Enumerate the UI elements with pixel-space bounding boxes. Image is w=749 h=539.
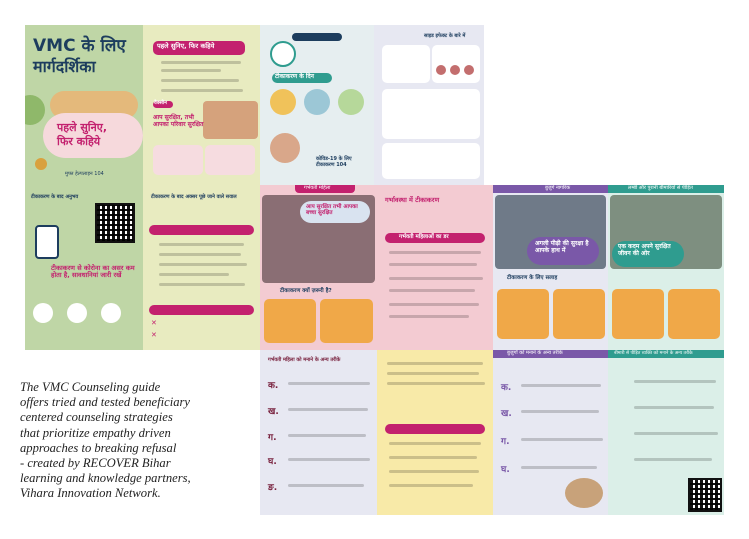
letter-ga: ग. bbox=[501, 437, 510, 447]
letter-ga: ग. bbox=[268, 433, 277, 443]
panel-chronic-methods: बीमारी से पीड़ित व्यक्ति को मनाने के अन्… bbox=[608, 350, 724, 515]
letter-gha: घ. bbox=[268, 457, 277, 467]
letter-nga: ङ. bbox=[268, 483, 278, 493]
caption-line: learning and knowledge partners, bbox=[20, 471, 191, 486]
elderly-couple-illustration bbox=[565, 478, 603, 508]
panel-elderly: बुज़ुर्ग नागरिक अगली पीढ़ी की सुरक्षा है… bbox=[493, 185, 608, 350]
phone-illustration bbox=[35, 225, 59, 259]
vaccine-vial-icon bbox=[270, 41, 296, 67]
panel-elderly-methods: बुज़ुर्गों को मनाने के अन्य तरीके क. ख. … bbox=[493, 350, 608, 515]
cover-footer: मुफ्त हेल्पलाइन 104 bbox=[65, 171, 104, 177]
step1-icon bbox=[270, 89, 296, 115]
cover-slogan-line2: फिर कहिये bbox=[57, 135, 101, 148]
panel-pregnancy-vaccination: गर्भावस्था में टीकाकरण गर्भवती महिलाओं क… bbox=[377, 185, 493, 350]
panel5-heading: टीकाकरण के बाद अनुभव bbox=[31, 194, 79, 200]
panel7-bubble-text: आप सुरक्षित तभी आपका बच्चा सुरक्षित bbox=[306, 204, 358, 217]
panel7-box-heading: टीकाकरण क्यों ज़रूरी है? bbox=[280, 288, 332, 294]
panel9-tag: बुज़ुर्ग नागरिक bbox=[545, 185, 571, 191]
panel2-badge-label: वैक्सीन bbox=[154, 100, 167, 106]
panel7-tag: गर्भवती महिला bbox=[304, 185, 331, 191]
letter-ka: क. bbox=[268, 381, 279, 391]
caption-line: centered counseling strategies bbox=[20, 410, 173, 425]
step3-icon bbox=[338, 89, 364, 115]
caption-line: - created by RECOVER Bihar bbox=[20, 456, 171, 471]
panel-side-effects: साइड इफेक्ट के बारे में bbox=[374, 25, 484, 185]
panel5-text: टीकाकरण से कोरोना का असर कम होता है, साव… bbox=[51, 264, 135, 280]
nurse-illustration bbox=[270, 133, 300, 163]
panel10-bubble bbox=[612, 241, 684, 267]
panel10-tag: लम्बी और पुरानी बीमारियों से पीड़ित bbox=[628, 185, 693, 191]
cover-panel: VMC के लिए मार्गदर्शिका पहले सुनिए, फिर … bbox=[25, 25, 143, 185]
cross-icon-2: ✕ bbox=[151, 331, 157, 339]
panel-after-vaccination: टीकाकरण के बाद अनुभव टीकाकरण से कोरोना क… bbox=[25, 185, 143, 350]
caption-line: that prioritize empathy driven bbox=[20, 425, 171, 440]
cover-title-line2: मार्गदर्शिका bbox=[33, 57, 96, 76]
panel9-bubble bbox=[527, 237, 599, 265]
panel2-heading-box bbox=[153, 41, 245, 55]
qr-code-1 bbox=[95, 203, 135, 243]
caption-line: Vihara Innovation Network. bbox=[20, 486, 161, 501]
slogan-bubble bbox=[43, 113, 143, 158]
mask-icon bbox=[33, 303, 53, 323]
panel8-heading: गर्भावस्था में टीकाकरण bbox=[385, 196, 440, 204]
panel6-heading: टीकाकरण के बाद अक्सर पूछे जाने वाले सवाल bbox=[151, 194, 237, 200]
mother-child-illustration bbox=[203, 101, 258, 139]
panel8-subheading: गर्भवती महिलाओं का डर bbox=[399, 234, 449, 240]
caption-line: approaches to breaking refusal bbox=[20, 440, 177, 455]
qr-code-2 bbox=[688, 478, 722, 512]
bottom3-heading: बीमारी से पीड़ित व्यक्ति को मनाने के अन्… bbox=[614, 351, 693, 356]
bottom1-heading: गर्भवती महिला को मनाने के अन्य तरीके bbox=[268, 357, 341, 363]
letter-ka: क. bbox=[501, 383, 512, 393]
handwash-icon bbox=[67, 303, 87, 323]
panel2-badge bbox=[153, 101, 173, 108]
cross-icon-1: ✕ bbox=[151, 319, 157, 327]
panel-pregnant-methods: गर्भवती महिला को मनाने के अन्य तरीके क. … bbox=[260, 350, 377, 515]
cover-title-line1: VMC के लिए bbox=[33, 36, 126, 56]
bottom2-heading: बुज़ुर्गों को मनाने के अन्य तरीके bbox=[507, 350, 563, 356]
step2-icon bbox=[304, 89, 330, 115]
panel-listen-first: पहले सुनिए, फिर कहिये वैक्सीन आप सुरक्षि… bbox=[143, 25, 260, 185]
side-effect-icon-3 bbox=[464, 65, 474, 75]
panel-pregnant: गर्भवती महिला आप सुरक्षित तभी आपका बच्चा… bbox=[260, 185, 377, 350]
letter-kha: ख. bbox=[268, 407, 279, 417]
panel-faq: टीकाकरण के बाद अक्सर पूछे जाने वाले सवाल… bbox=[143, 185, 260, 350]
panel3-small: कोविड-19 के लिए टीकाकरण 104 bbox=[316, 156, 352, 168]
distance-icon bbox=[101, 303, 121, 323]
panel-vaccination-day: टीकाकरण के दिन कोविड-19 के लिए टीकाकरण 1… bbox=[260, 25, 374, 185]
panel3-heading: टीकाकरण के दिन bbox=[275, 73, 314, 80]
caption-line: offers tried and tested beneficiary bbox=[20, 395, 190, 410]
virus-icon bbox=[25, 95, 45, 125]
govt-emblem-icon bbox=[35, 158, 47, 170]
panel-chronic-illness: लम्बी और पुरानी बीमारियों से पीड़ित एक क… bbox=[608, 185, 724, 350]
panel2-subheading: आप सुरक्षित, तभी आपका परिवार सुरक्षित bbox=[153, 114, 204, 128]
side-effect-icon-2 bbox=[450, 65, 460, 75]
caption: The VMC Counseling guide offers tried an… bbox=[20, 380, 245, 502]
panel-pregnant-faq bbox=[377, 350, 493, 515]
caption-line: The VMC Counseling guide bbox=[20, 380, 161, 394]
side-effect-icon-1 bbox=[436, 65, 446, 75]
panel7-bubble bbox=[300, 201, 370, 223]
panel2-heading: पहले सुनिए, फिर कहिये bbox=[157, 42, 215, 50]
panel9-box-heading: टीकाकरण के लिए सलाह bbox=[507, 275, 558, 281]
panel10-bubble-text: एक कदम अपने सुरक्षित जीवन की ओर bbox=[618, 243, 671, 257]
cover-slogan-line1: पहले सुनिए, bbox=[57, 121, 108, 134]
panel4-heading: साइड इफेक्ट के बारे में bbox=[424, 33, 466, 39]
panel9-bubble-text: अगली पीढ़ी की सुरक्षा है आपके हाथ में bbox=[535, 240, 589, 254]
letter-kha: ख. bbox=[501, 409, 512, 419]
letter-gha: घ. bbox=[501, 465, 510, 475]
